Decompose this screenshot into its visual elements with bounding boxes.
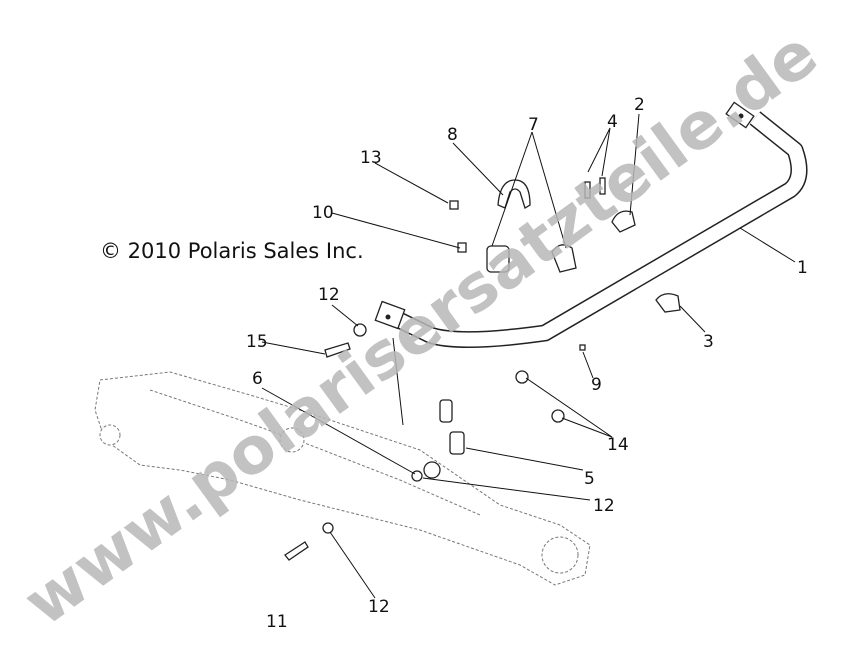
leader-lines [261, 113, 796, 599]
callout-3: 3 [703, 332, 714, 352]
callout-4: 4 [607, 112, 618, 132]
callout-9: 9 [591, 375, 602, 395]
callout-12: 12 [368, 597, 390, 617]
swing-arm [94, 371, 591, 586]
watermark: www.polarisersatzteile.de [11, 17, 831, 641]
callout-1: 1 [797, 258, 808, 278]
callout-7: 7 [528, 115, 539, 135]
callout-10: 10 [312, 203, 334, 223]
callout-labels: 1 2 3 4 5 6 7 8 9 10 11 12 12 12 13 14 1… [246, 95, 808, 632]
callout-13: 13 [360, 148, 382, 168]
callout-11: 11 [266, 612, 288, 632]
callout-8: 8 [447, 125, 458, 145]
small-parts [284, 177, 681, 561]
sway-bar [374, 101, 808, 349]
copyright-text: © 2010 Polaris Sales Inc. [100, 239, 364, 263]
callout-12: 12 [318, 285, 340, 305]
callout-15: 15 [246, 332, 268, 352]
callout-5: 5 [584, 469, 595, 489]
callout-2: 2 [634, 95, 645, 115]
callout-6: 6 [252, 369, 263, 389]
callout-14: 14 [607, 435, 629, 455]
callout-12: 12 [593, 496, 615, 516]
